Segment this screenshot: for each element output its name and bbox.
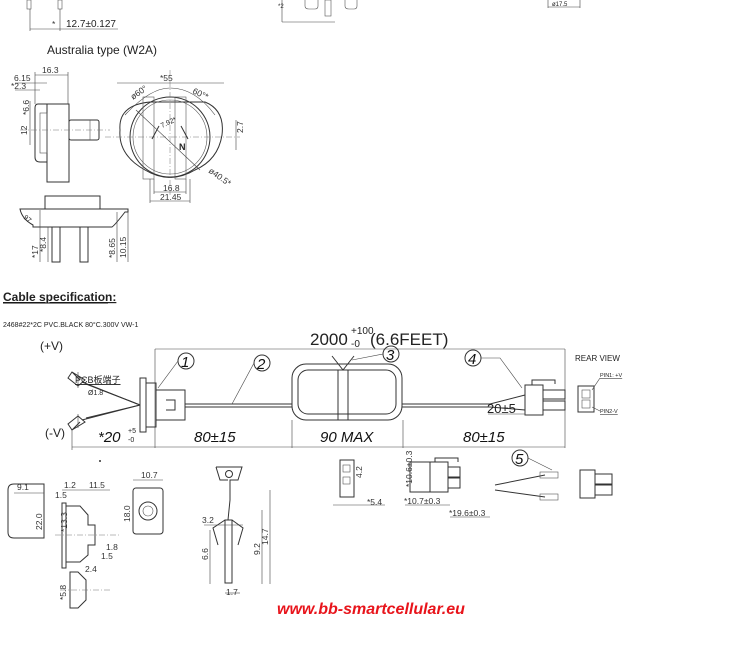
dim-5-8: *5.8: [58, 585, 68, 600]
australia-title: Australia type (W2A): [47, 43, 157, 57]
small-dim: *2: [278, 4, 284, 10]
strip-length: *20: [98, 429, 121, 446]
diameter-dim: ø17.5: [552, 2, 568, 8]
dim-10-6: *10.6±0.3: [404, 450, 414, 487]
australia-front-view: N *55 ø60° 60°* 7.92* 2.7 ø40.5* 16.8 21…: [105, 70, 245, 203]
dim-8-65: *8.65: [107, 238, 117, 258]
svg-text:1: 1: [181, 354, 189, 371]
segment-2-length: 90 MAX: [320, 429, 374, 446]
dim-14-7: 14.7: [260, 528, 270, 545]
top-plug-partial: * 12.7±0.127 *2 ø17.5: [26, 0, 581, 31]
callout-2: 2: [231, 354, 271, 405]
offset-dim: 2.7: [235, 121, 245, 133]
callout-3: 3: [351, 345, 400, 364]
dim-6-15: 6.15: [14, 73, 31, 83]
outer-width-dim: 21.45: [160, 192, 182, 202]
split-length: 20±5: [487, 401, 516, 416]
dim-9-2: 9.2: [252, 543, 262, 555]
dim-18-0: 18.0: [122, 505, 132, 522]
length-tol-minus: -0: [351, 339, 360, 350]
pcb-terminal-label: PCB板端子: [75, 374, 121, 385]
length-tol-plus: +100: [351, 326, 374, 337]
dim-9-1: 9.1: [17, 482, 29, 492]
australia-side-view: 16.3 6.15 *2.3 *6.6 12: [11, 65, 110, 183]
dim-1-8: 1.8: [106, 542, 118, 552]
dim-19-6: *19.6±0.3: [449, 508, 486, 518]
dim-2-4: 2.4: [85, 564, 97, 574]
minus-v-label: (-V): [45, 426, 65, 440]
angle-97-dim: 97: [22, 214, 33, 224]
strip-tol-plus: +5: [128, 428, 136, 435]
dim-1-5a: 1.5: [55, 490, 67, 500]
svg-text:2: 2: [256, 356, 266, 373]
pin1-label: PIN1: +V: [600, 373, 622, 379]
dim-16-3: 16.3: [42, 65, 59, 75]
pin-pitch-dim: 12.7±0.127: [66, 19, 116, 30]
segment-1-length: 80±15: [194, 429, 236, 446]
dim-8-4: *8.4: [38, 237, 48, 252]
length-feet: (6.6FEET): [370, 330, 448, 349]
strain-relief-details: 9.1 22.0 1.2 11.5 1.5 *13.3 1.8 1.5 2.4 …: [7, 460, 164, 609]
dim-22-0: 22.0: [34, 513, 44, 530]
svg-text:5: 5: [515, 451, 524, 468]
length-main: 2000: [310, 330, 348, 349]
segment-3-length: 80±15: [463, 429, 505, 446]
dim-4-2: 4.2: [354, 466, 364, 478]
cable-heading: Cable specification:: [3, 290, 116, 304]
svg-text:3: 3: [386, 347, 395, 364]
wire-spec: 2468#22*2C PVC.BLACK 80°C.300V VW-1: [3, 321, 138, 329]
width-dim: *55: [160, 73, 173, 83]
callout-4: 4: [464, 349, 523, 389]
rear-view-label: REAR VIEW: [575, 354, 620, 363]
cable-drawing: 2000 +100 -0 (6.6FEET) (+V) (-V) PCB板端子 …: [40, 326, 622, 450]
pin2-label: PIN2-V: [600, 409, 618, 415]
dim-13-3: *13.3: [59, 512, 69, 532]
dim-2-3: *2.3: [11, 81, 26, 91]
housing-detail: 4.2 *5.4 *10.6±0.3 *10.7±0.3 *19.6±0.3: [333, 450, 490, 518]
svg-text:4: 4: [468, 351, 476, 368]
dim-10-7: 10.7: [141, 470, 158, 480]
dim-1-7: 1.7: [226, 587, 238, 597]
dim-11-5: 11.5: [89, 480, 105, 490]
dim-10-7: *10.7±0.3: [404, 496, 441, 506]
dim-17: *17: [30, 245, 40, 258]
dim-6-6: *6.6: [21, 100, 31, 115]
dim-1-2: 1.2: [64, 480, 76, 490]
dim-6-6: 6.6: [200, 548, 210, 560]
dim-12: 12: [19, 125, 29, 135]
pcb-diameter: Ø1.8: [88, 390, 103, 397]
inner-width-dim: 16.8: [163, 183, 180, 193]
neutral-label: N: [179, 142, 186, 152]
dim-star: *: [52, 19, 56, 29]
angle-left-dim: ø60°: [128, 83, 149, 102]
callout-5-assembly: 5: [494, 449, 613, 501]
dim-3-2: 3.2: [202, 515, 214, 525]
australia-bottom-view: 97 *17 *8.4 *8.65 10.15: [19, 195, 129, 263]
diameter-dim: ø40.5*: [207, 165, 234, 188]
terminal-detail: 3.2 6.6 9.2 14.7 1.7: [200, 466, 271, 597]
callout-1: 1: [157, 352, 195, 389]
dim-10-15: 10.15: [118, 236, 128, 258]
dim-1-5b: 1.5: [101, 551, 113, 561]
plus-v-label: (+V): [40, 339, 63, 353]
website-url[interactable]: www.bb-smartcellular.eu: [277, 601, 465, 618]
strip-tol-minus: -0: [128, 437, 134, 444]
dim-5-4: *5.4: [367, 497, 382, 507]
